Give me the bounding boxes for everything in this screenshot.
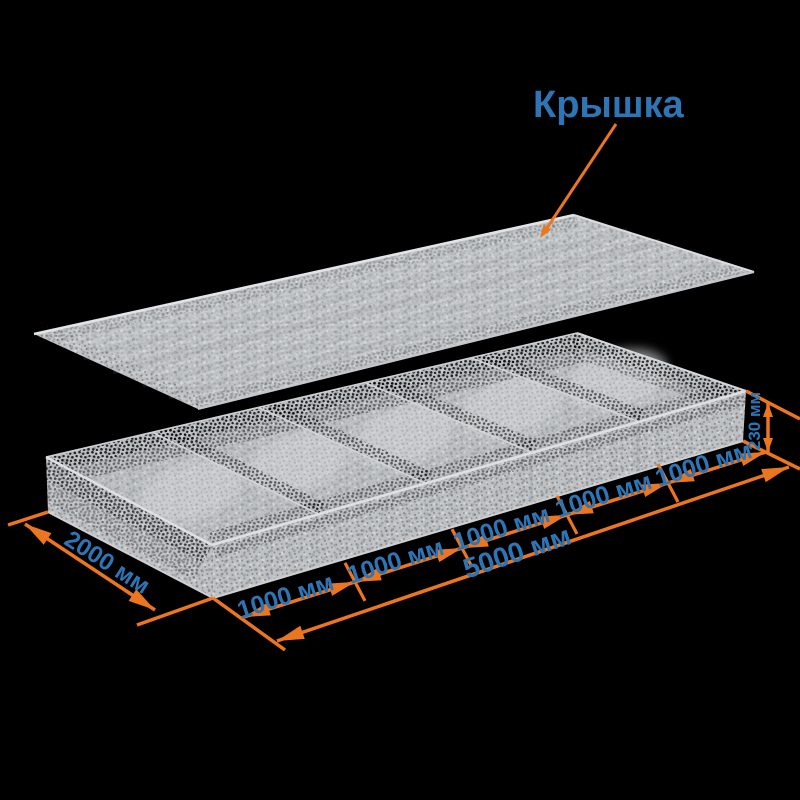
svg-text:Крышка: Крышка [533,84,685,126]
svg-text:230 мм: 230 мм [745,392,764,450]
